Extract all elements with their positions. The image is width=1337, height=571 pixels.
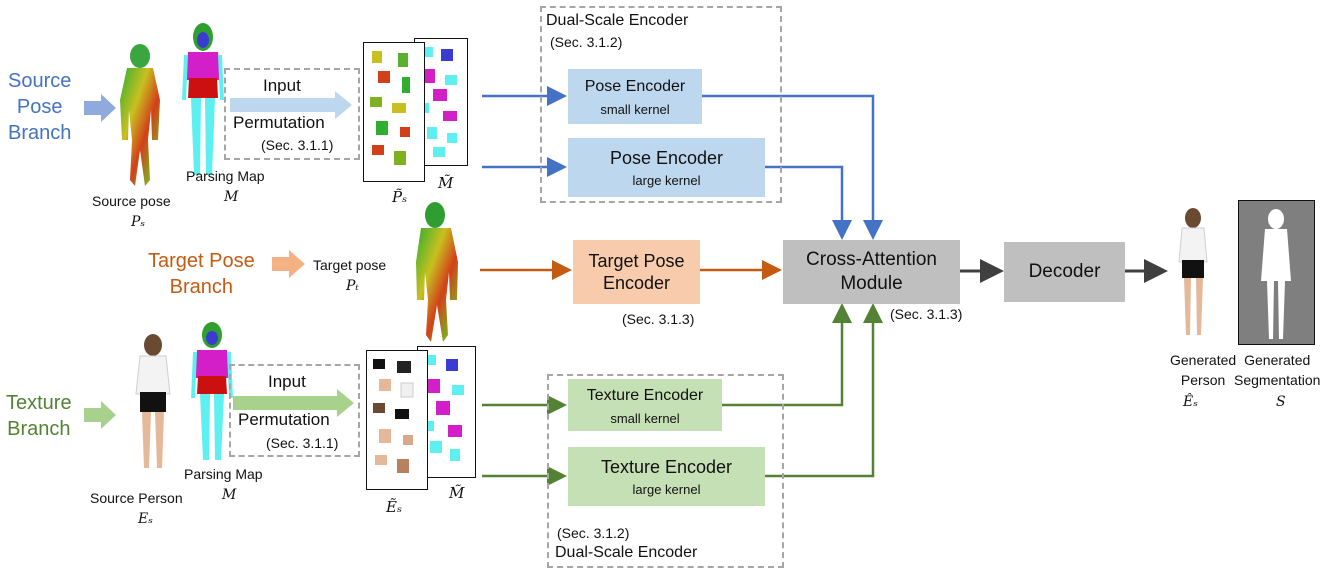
pose-encoder-small-name: Pose Encoder <box>584 78 686 95</box>
permuted-texture-symbol: Ẽₛ <box>386 498 403 516</box>
input-permutation-bottom-permutation: Permutation <box>238 410 330 429</box>
decoder: Decoder <box>1004 242 1125 302</box>
generated-person-symbol: Êₛ <box>1183 394 1198 410</box>
texture-encoder-large-name: Texture Encoder <box>600 457 733 477</box>
dual-scale-encoder-bottom-sec: (Sec. 3.1.2) <box>557 525 630 541</box>
permutation-arrow-bottom <box>233 389 354 417</box>
target-pose-figure <box>416 202 458 342</box>
generated-person-label: Generated Person <box>1170 352 1237 388</box>
target-pose-encoder-name: Target Pose Encoder <box>588 251 685 293</box>
generated-segmentation-image <box>1238 200 1315 345</box>
arrow-texture-small-to-ca <box>722 303 852 407</box>
permuted-mask-bottom-symbol: M̃ <box>449 484 465 502</box>
source-pose-symbol: Pₛ <box>131 214 146 230</box>
target-pose-encoder-sec: (Sec. 3.1.3) <box>622 311 695 327</box>
permuted-mask-top-symbol: M̃ <box>438 174 454 192</box>
source-person-figure <box>135 334 171 468</box>
dual-scale-encoder-top <box>540 6 782 203</box>
source-person-symbol: Eₛ <box>138 511 153 527</box>
generated-segmentation-label: Generated Segmentation <box>1234 352 1321 388</box>
pose-encoder-large-name: Pose Encoder <box>609 148 724 168</box>
input-permutation-bottom-sec: (Sec. 3.1.1) <box>266 435 339 451</box>
cross-attention-sec: (Sec. 3.1.3) <box>890 306 963 322</box>
dual-scale-encoder-top-sec: (Sec. 3.1.2) <box>550 34 623 50</box>
permuted-pose-sheet <box>363 42 425 182</box>
source-branch-arrow <box>84 94 116 122</box>
input-permutation-box-bottom <box>229 364 360 457</box>
target-pose-branch-label: Target Pose Branch <box>148 250 255 298</box>
pose-encoder-small-kernel: Pose Encoder small kernel <box>568 69 702 124</box>
target-pose-symbol: Pₜ <box>346 278 359 294</box>
generated-person-figure <box>1178 208 1208 335</box>
arrow-texture-large-to-ca <box>765 303 883 478</box>
parsing-map-figure-top <box>182 23 224 175</box>
permutation-arrow-top <box>230 91 352 119</box>
target-pose-encoder: Target Pose Encoder <box>573 240 700 304</box>
decoder-name: Decoder <box>1028 261 1101 282</box>
parsing-map-top-symbol: M <box>224 189 239 205</box>
dual-scale-encoder-top-title: Dual-Scale Encoder <box>546 12 689 29</box>
source-person-label: Source Person <box>90 490 183 506</box>
arrow-pose-large-to-ca <box>765 165 852 240</box>
texture-branch-label: Texture Branch <box>6 392 72 440</box>
parsing-map-top-label: Parsing Map <box>186 168 265 184</box>
texture-encoder-small-name: Texture Encoder <box>586 386 704 404</box>
source-pose-branch-label: Source Pose Branch <box>8 70 72 144</box>
input-permutation-top-input: Input <box>263 76 301 95</box>
target-branch-arrow <box>272 250 305 278</box>
arrow-pose-small-to-ca <box>702 94 883 240</box>
dual-scale-encoder-bottom-title: Dual-Scale Encoder <box>555 544 698 561</box>
permuted-texture-sheet <box>366 350 428 490</box>
texture-encoder-small-kernel: Texture Encoder small kernel <box>568 379 722 431</box>
cross-attention-module-name: Cross-Attention Module <box>806 249 937 294</box>
parsing-map-figure-bottom <box>191 322 233 460</box>
input-permutation-bottom-input: Input <box>268 372 306 391</box>
input-permutation-top-sec: (Sec. 3.1.1) <box>261 137 334 153</box>
input-permutation-box-top <box>224 68 360 160</box>
parsing-map-bottom-symbol: M <box>222 487 237 503</box>
source-pose-figure <box>120 44 160 186</box>
target-pose-label: Target pose <box>313 257 387 273</box>
dual-scale-encoder-bottom <box>547 374 784 568</box>
input-permutation-top-permutation: Permutation <box>233 113 325 132</box>
texture-encoder-large-kernel-label: large kernel <box>632 482 701 497</box>
pose-encoder-large-kernel-label: large kernel <box>632 173 701 188</box>
source-pose-label: Source pose <box>92 193 171 209</box>
pose-encoder-large-kernel: Pose Encoder large kernel <box>568 138 765 197</box>
pose-encoder-small-kernel-label: small kernel <box>600 102 670 117</box>
generated-segmentation-symbol: S <box>1276 394 1286 410</box>
permuted-pose-symbol: P̃ₛ <box>392 188 408 206</box>
cross-attention-module: Cross-Attention Module <box>783 240 960 304</box>
texture-branch-arrow <box>84 401 116 429</box>
texture-encoder-small-kernel-label: small kernel <box>610 410 680 426</box>
texture-encoder-large-kernel: Texture Encoder large kernel <box>568 447 765 506</box>
parsing-map-bottom-label: Parsing Map <box>184 466 263 482</box>
